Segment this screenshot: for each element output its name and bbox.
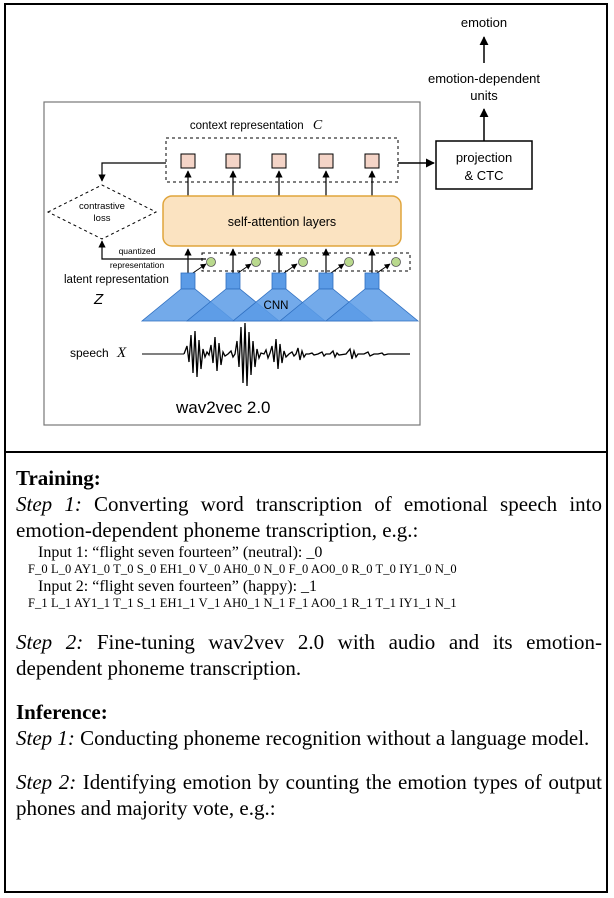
units-label-2: units	[470, 88, 498, 103]
quantized-dot	[298, 257, 308, 267]
training-step1: Step 1: Converting word transcription of…	[16, 491, 602, 543]
section-divider	[6, 451, 606, 453]
input2-phones: F_1 L_1 AY1_1 T_1 S_1 EH1_1 V_1 AH0_1 N_…	[28, 596, 457, 610]
quantized-label-1: quantized	[119, 246, 156, 256]
inf-step2-label: Step 2:	[16, 770, 77, 794]
contrastive-label-2: loss	[94, 213, 111, 224]
quantized-dots	[206, 257, 401, 267]
emotion-label: emotion	[461, 15, 507, 30]
cnn-label: CNN	[264, 300, 289, 312]
projection-box	[435, 140, 533, 190]
step2-label: Step 2:	[16, 630, 84, 654]
step2-text: Fine-tuning wav2vev 2.0 with audio and i…	[16, 630, 602, 680]
input2-line: Input 2: “flight seven fourteen” (happy)…	[38, 578, 318, 595]
inf-step1-text: Conducting phoneme recognition without a…	[74, 726, 590, 750]
svg-text:speech X: speech X	[70, 345, 127, 361]
training-heading: Training:	[16, 466, 101, 490]
figure-frame: emotion emotion-dependent units projecti…	[4, 3, 608, 893]
inference-heading: Inference:	[16, 700, 108, 724]
svg-text:context representation C: context representation C	[190, 118, 323, 133]
quantized-dot	[344, 257, 354, 267]
context-symbol: C	[313, 118, 323, 133]
quantized-dot	[251, 257, 261, 267]
context-label: context representation	[190, 120, 304, 132]
description-text: Training: Step 1: Converting word transc…	[16, 465, 602, 821]
context-cell	[271, 153, 287, 169]
speech-label: speech	[70, 346, 109, 360]
training-step2: Step 2: Fine-tuning wav2vev 2.0 with aud…	[16, 629, 602, 681]
input1-line: Input 1: “flight seven fourteen” (neutra…	[38, 544, 323, 561]
self-attention-layers	[162, 195, 402, 247]
cnn-blocks	[140, 272, 420, 322]
latent-symbol: Z	[93, 291, 104, 308]
inference-step1: Step 1: Conducting phoneme recognition w…	[16, 725, 602, 751]
projection-label-1: projection	[456, 150, 512, 165]
latent-label: latent representation	[64, 274, 169, 286]
step1-text: Converting word transcription of emotion…	[16, 492, 602, 542]
context-cell	[364, 153, 380, 169]
step1-label: Step 1:	[16, 492, 82, 516]
speech-waveform	[183, 322, 410, 387]
quantized-box	[201, 252, 411, 272]
context-cell	[180, 153, 196, 169]
quantized-dot	[206, 257, 216, 267]
context-cell	[318, 153, 334, 169]
inf-step2-text: Identifying emotion by counting the emot…	[16, 770, 603, 820]
quantized-dot	[391, 257, 401, 267]
speech-symbol: X	[116, 345, 127, 361]
inf-step1-label: Step 1:	[16, 726, 75, 750]
wav2vec-diagram: emotion emotion-dependent units projecti…	[43, 15, 540, 426]
units-label-1: emotion-dependent	[428, 71, 540, 86]
self-attention-label: self-attention layers	[228, 215, 336, 229]
quantized-label-2: representation	[110, 260, 165, 270]
inference-step2: Step 2: Identifying emotion by counting …	[16, 769, 602, 821]
context-cell	[225, 153, 241, 169]
contrastive-label-1: contrastive	[79, 201, 125, 212]
wav2vec-label: wav2vec 2.0	[175, 398, 271, 417]
context-box	[165, 137, 399, 183]
contrastive-loss-diamond	[46, 184, 158, 240]
wav2vec-box	[43, 101, 421, 426]
context-cells	[180, 153, 380, 169]
input1-phones: F_0 L_0 AY1_0 T_0 S_0 EH1_0 V_0 AH0_0 N_…	[28, 562, 457, 576]
projection-label-2: & CTC	[465, 168, 504, 183]
